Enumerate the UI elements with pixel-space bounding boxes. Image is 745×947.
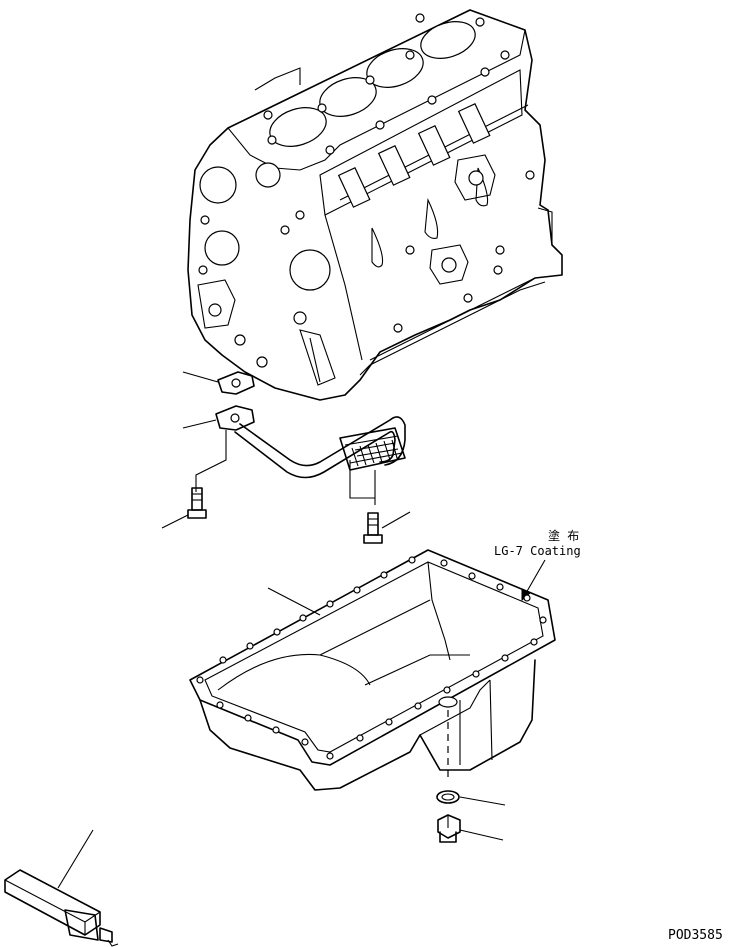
coating-label-jp: 塗 布 <box>548 528 579 543</box>
bolt-callout-lines <box>195 430 376 505</box>
oil-pan-leader <box>267 587 321 616</box>
coating-annotation: 塗 布 LG-7 Coating <box>494 528 581 602</box>
figure-id: POD3585 <box>668 928 723 943</box>
drain-plug <box>437 814 504 843</box>
bolt <box>363 511 411 544</box>
tool <box>4 829 119 947</box>
o-ring <box>436 790 506 806</box>
oil-pan <box>189 549 556 791</box>
bolt <box>161 487 207 529</box>
cylinder-block <box>187 9 563 401</box>
gasket <box>182 371 255 395</box>
coating-label-en: LG-7 Coating <box>494 544 581 558</box>
suction-pipe <box>182 405 406 479</box>
